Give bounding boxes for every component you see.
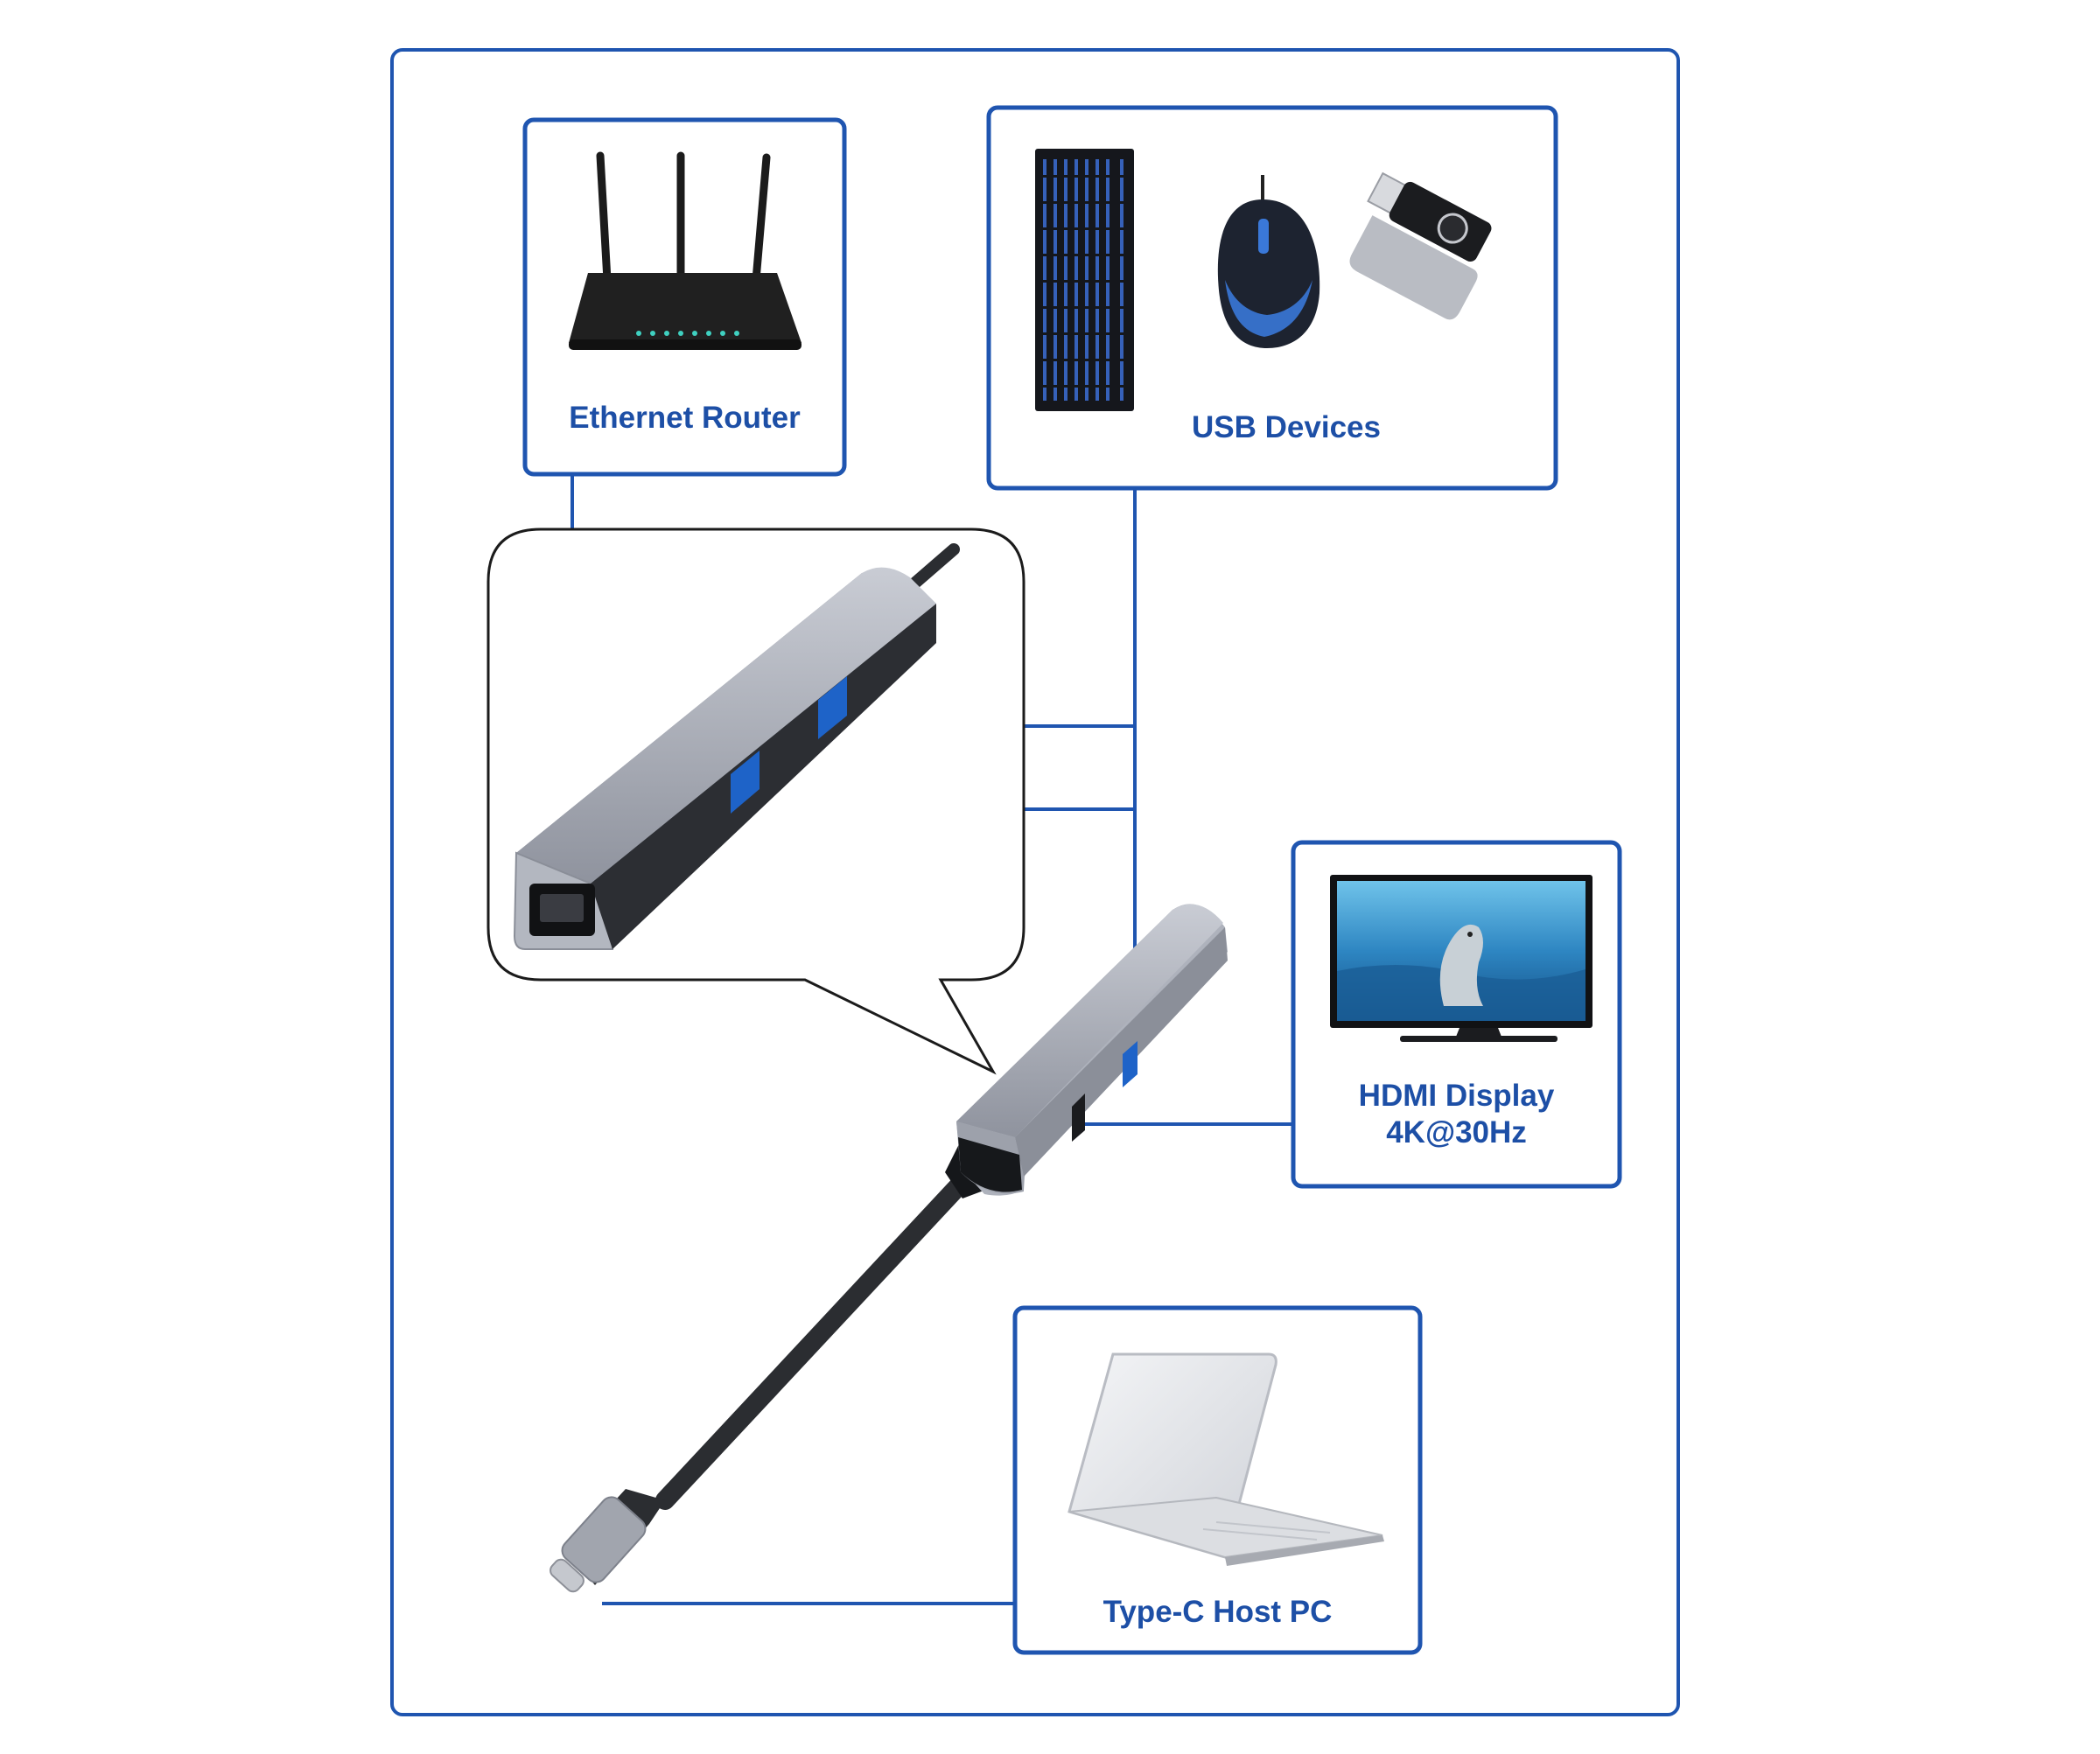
hdmi-resolution-label: 4K@30Hz: [1386, 1115, 1527, 1150]
usb-flash-drive-icon: [1349, 171, 1492, 320]
usb-c-plug-icon: [550, 1489, 665, 1593]
hdmi-node: [1291, 840, 1622, 1189]
usb-node: [986, 105, 1558, 491]
host-node: [1012, 1305, 1423, 1655]
hub-callout: [486, 528, 1026, 1075]
tv-display-icon: [1330, 875, 1592, 1042]
usb-devices-label: USB Devices: [1192, 410, 1381, 444]
hdmi-display-label: HDMI Display: [1358, 1079, 1555, 1113]
usb-c-hub-icon: [513, 543, 960, 950]
hub-device: [550, 904, 1228, 1593]
outer-frame: [390, 48, 1680, 1716]
mouse-icon: [1217, 175, 1320, 348]
hub-cable: [655, 1163, 981, 1510]
router-label: Ethernet Router: [569, 401, 801, 435]
laptop-icon: [1068, 1352, 1384, 1566]
router-node: [522, 117, 847, 477]
host-pc-label: Type-C Host PC: [1102, 1595, 1333, 1629]
keyboard-icon: [1035, 149, 1134, 411]
router-icon: [569, 151, 802, 350]
